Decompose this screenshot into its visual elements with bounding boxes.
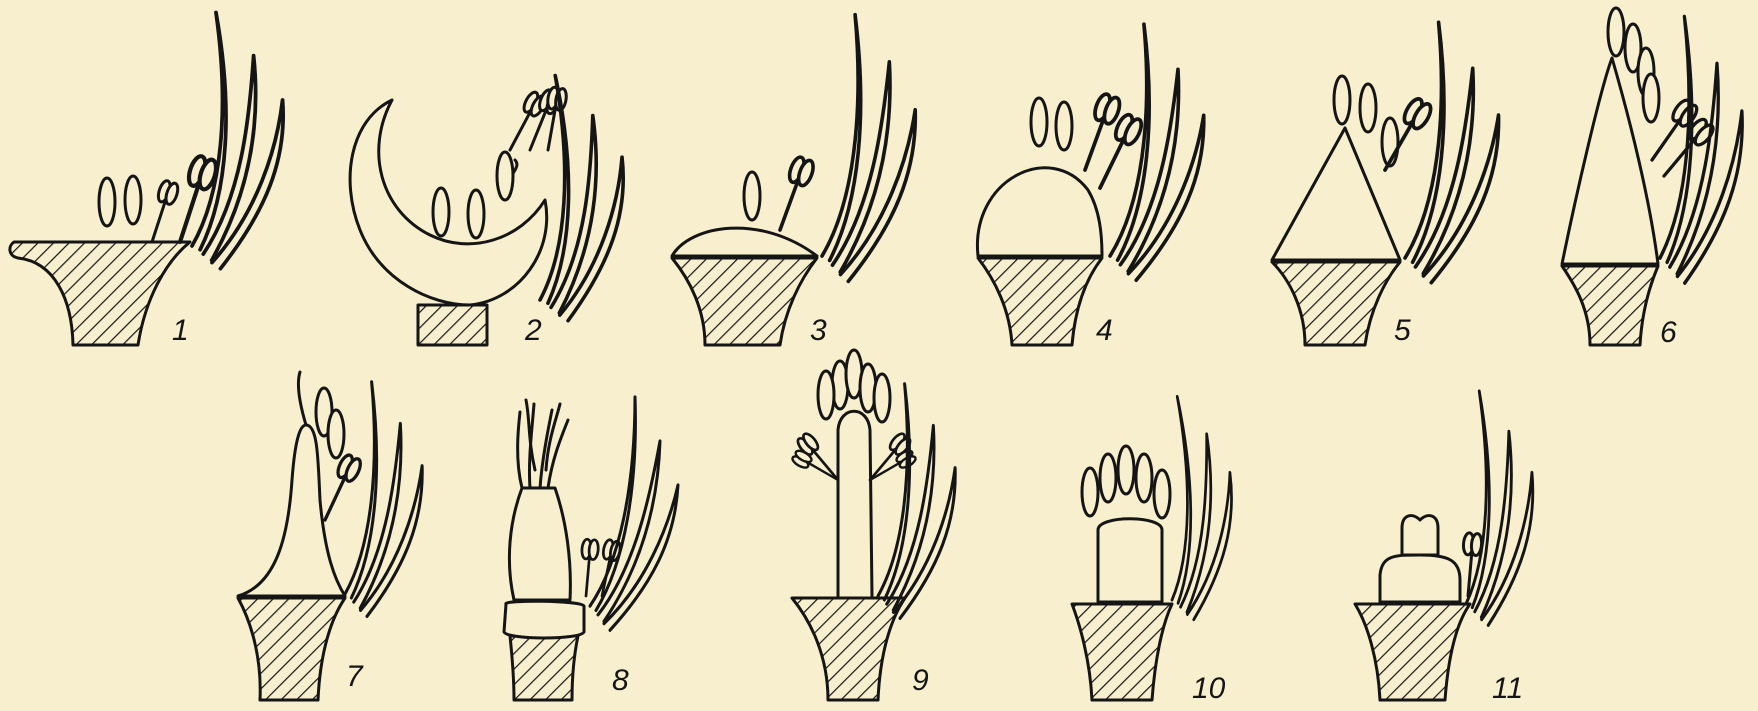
- figure-11: [1355, 385, 1552, 700]
- figure-8: [504, 397, 678, 700]
- figure-label-8: 8: [612, 664, 629, 697]
- figure-label-6: 6: [1660, 316, 1677, 349]
- figure-label-5: 5: [1394, 314, 1411, 347]
- figure-4: [977, 20, 1217, 345]
- figure-label-2: 2: [524, 314, 542, 347]
- figure-label-4: 4: [1096, 314, 1113, 347]
- figure-2: [350, 66, 648, 345]
- figure-9: [791, 350, 968, 700]
- figure-label-9: 9: [912, 664, 929, 697]
- figure-5: [1272, 18, 1513, 345]
- figure-1: [10, 5, 305, 345]
- figure-label-7: 7: [346, 660, 364, 693]
- figure-label-3: 3: [810, 314, 827, 347]
- figure-10: [1072, 390, 1254, 700]
- figure-label-1: 1: [172, 314, 189, 347]
- figure-label-11: 11: [1492, 672, 1523, 705]
- figure-7: [238, 372, 435, 700]
- figure-3: [672, 10, 930, 345]
- figure-label-10: 10: [1192, 672, 1226, 705]
- figure-6: [1562, 8, 1758, 345]
